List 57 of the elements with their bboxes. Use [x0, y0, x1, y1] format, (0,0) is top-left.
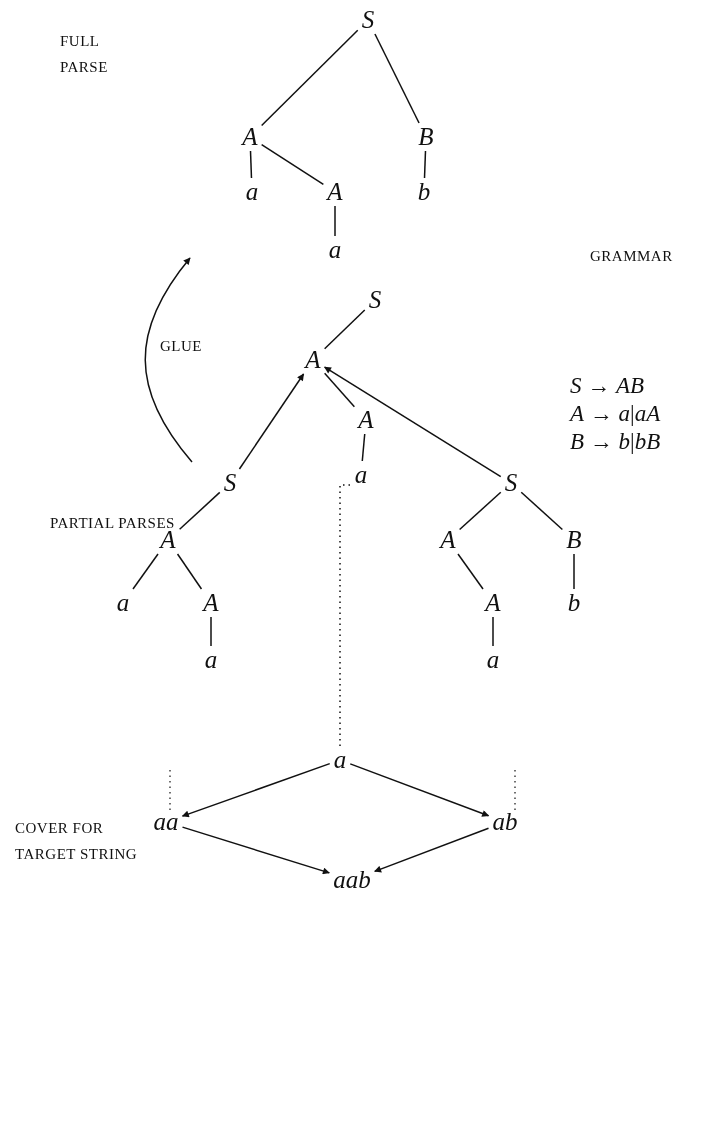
symbol-label: aa [151, 809, 181, 835]
caption-text: GLUE [160, 337, 203, 356]
tree-branch [339, 484, 352, 747]
tree-branch [423, 150, 427, 179]
arrow [181, 762, 331, 818]
grammar-rule: A → a|aA [570, 400, 661, 428]
symbol-label: A [201, 590, 221, 616]
tree-branch [573, 553, 575, 590]
tree-branch [132, 553, 159, 590]
arrow [181, 826, 330, 875]
symbol-label: a [352, 462, 370, 488]
tree-branch [323, 309, 366, 350]
tree-branch [260, 29, 359, 127]
symbol-label: a [243, 179, 261, 205]
tree-branch [374, 33, 420, 124]
arrow [238, 373, 305, 470]
symbol-label: A [240, 124, 260, 150]
tree-branch [457, 553, 484, 590]
arrow [349, 763, 490, 817]
symbol-label: A [356, 407, 376, 433]
tree-branch [260, 143, 325, 186]
symbol-label: B [416, 124, 436, 150]
symbol-label: a [484, 647, 502, 673]
symbol-label: a [331, 747, 349, 773]
tree-branch [334, 205, 336, 237]
arrow [323, 366, 502, 478]
symbol-label: A [325, 179, 345, 205]
grammar-rule: S → AB [570, 372, 645, 400]
symbol-label: S [359, 7, 377, 33]
symbol-label: S [366, 287, 384, 313]
tree-branch [361, 433, 366, 462]
symbol-label: B [564, 527, 584, 553]
symbol-label: a [114, 590, 132, 616]
tree-branch [492, 616, 494, 647]
caption-text: FULL PARSE [60, 32, 109, 77]
symbol-label: a [326, 237, 344, 263]
caption-text: GRAMMAR [590, 247, 674, 266]
grammar-rule: B → b|bB [570, 428, 661, 456]
symbol-label: S [502, 470, 520, 496]
caption-text: COVER FOR TARGET STRING [15, 819, 139, 864]
tree-branch [458, 491, 502, 531]
symbol-label: S [221, 470, 239, 496]
symbol-label: A [438, 527, 458, 553]
symbol-label: aab [331, 867, 373, 893]
tree-branch [249, 150, 253, 179]
symbol-label: b [565, 590, 583, 616]
arrow [374, 827, 490, 873]
tree-branch [520, 491, 564, 531]
tree-branch [178, 491, 221, 531]
symbol-label: a [202, 647, 220, 673]
symbol-label: b [415, 179, 433, 205]
symbol-label: A [303, 347, 323, 373]
symbol-label: ab [490, 809, 520, 835]
tree-branch [323, 372, 356, 408]
tree-branch [210, 616, 212, 647]
symbol-label: A [483, 590, 503, 616]
tree-branch [176, 553, 203, 590]
